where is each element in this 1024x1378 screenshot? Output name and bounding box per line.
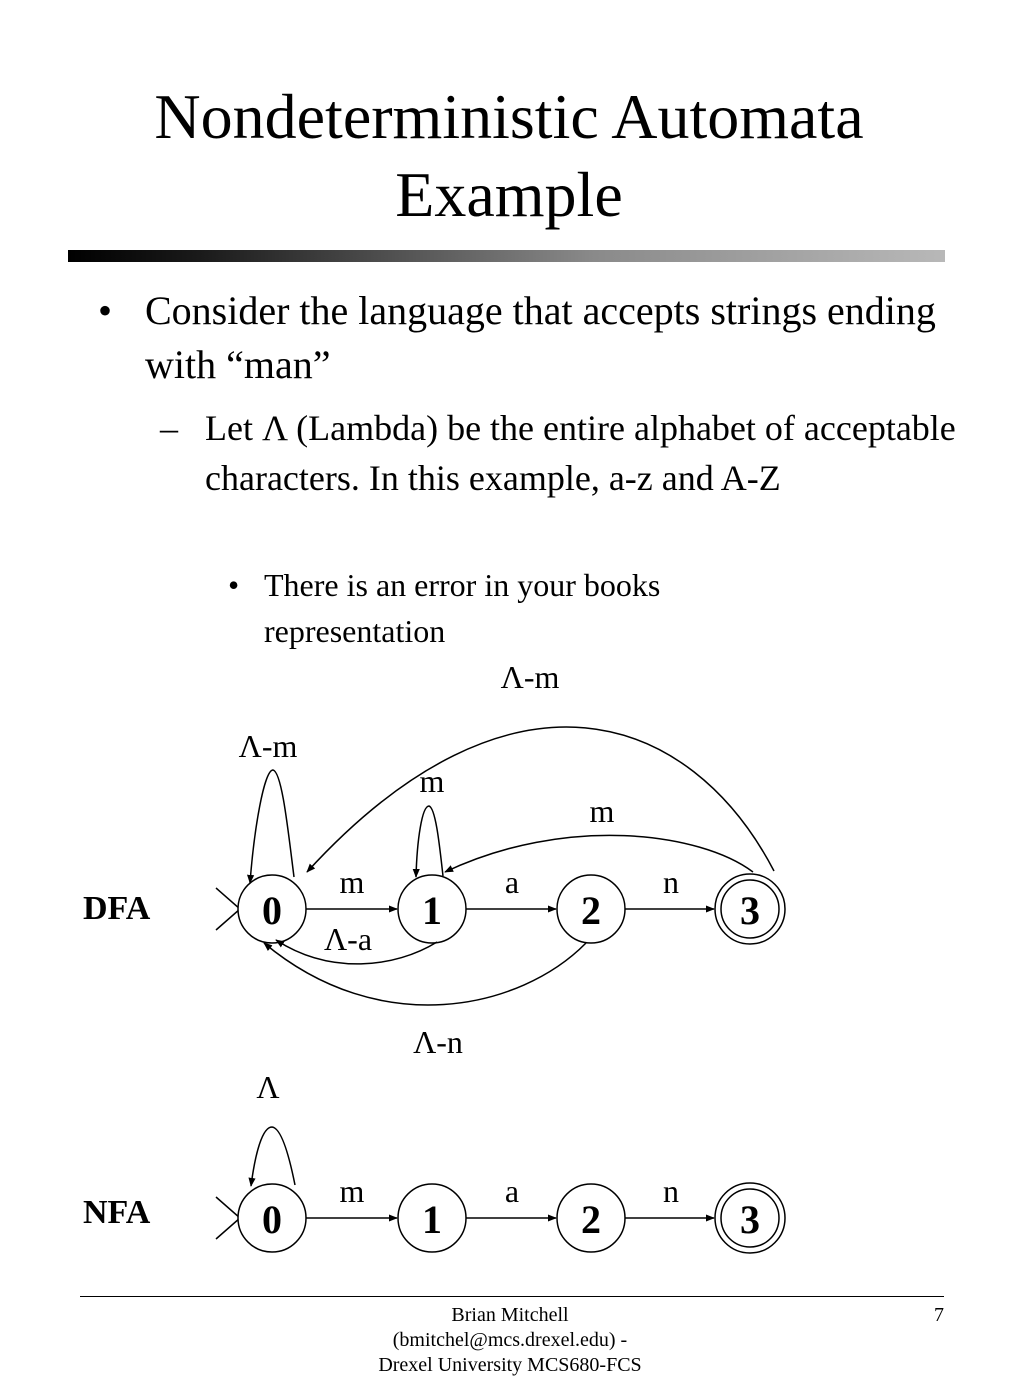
dfa-loop-1-label: m	[420, 763, 445, 799]
footer-email: (bmitchel@mcs.drexel.edu) -	[392, 1329, 628, 1351]
nfa-label: NFA	[83, 1194, 151, 1231]
footer-author: Brian Mitchell	[451, 1304, 569, 1326]
dfa-label: DFA	[83, 890, 151, 927]
title-divider	[68, 250, 945, 262]
dfa-state-1-label: 1	[422, 888, 442, 933]
title-line-1: Nondeterministic Automata	[154, 81, 864, 152]
dfa-edge-2-0-label: Λ-n	[413, 1024, 463, 1060]
dfa-edge-2-0	[263, 942, 587, 1006]
nfa-state-2-label: 2	[581, 1197, 601, 1242]
page-number: 7	[934, 1304, 944, 1326]
nfa-edge-0-1-label: m	[340, 1173, 365, 1209]
dfa-edge-2-3-label: n	[663, 864, 679, 900]
dash-marker: –	[160, 408, 178, 448]
dfa-loop-0-label: Λ-m	[239, 728, 298, 764]
bullet-text-2: Let Λ (Lambda) be the entire alphabet of…	[205, 408, 956, 498]
dfa-state-3-outer	[714, 873, 786, 945]
nfa-state-1-label: 1	[422, 1197, 442, 1242]
dfa-edge-3-0	[306, 726, 775, 873]
bullet-marker-1: •	[98, 288, 113, 333]
bullet-text-1: Consider the language that accepts strin…	[145, 288, 936, 387]
dfa-edge-1-0	[275, 939, 438, 965]
nfa-state-0-label: 0	[262, 1197, 282, 1242]
dfa-edge-1-2-label: a	[505, 864, 519, 900]
slide-title: Nondeterministic Automata Example	[0, 78, 1018, 234]
nfa-state-3-outer	[714, 1182, 786, 1254]
dfa-loop-0	[247, 769, 295, 884]
dfa-edge-3-1-label: m	[590, 793, 615, 829]
dfa-edge-3-1	[444, 834, 754, 873]
dfa-edge-1-0-label: Λ-a	[324, 921, 372, 957]
dfa-start-arrow	[215, 887, 242, 931]
dfa-loop-1	[412, 805, 444, 878]
nfa-edge-2-3-label: n	[663, 1173, 679, 1209]
bullet-text-3: There is an error in your books represen…	[264, 567, 661, 649]
dfa-edge-3-0-label: Λ-m	[501, 659, 560, 695]
bullet-marker-3: •	[228, 567, 240, 603]
title-line-2: Example	[395, 159, 623, 230]
dfa-state-0-label: 0	[262, 888, 282, 933]
dfa-state-3-inner	[720, 879, 780, 939]
nfa-start-arrow	[215, 1196, 242, 1240]
dfa-state-3-label: 3	[740, 888, 760, 933]
dfa-state-2-label: 2	[581, 888, 601, 933]
footer-institution: Drexel University MCS680-FCS	[378, 1354, 642, 1376]
footer: Brian Mitchell (bmitchel@mcs.drexel.edu)…	[340, 1303, 680, 1378]
nfa-state-3-label: 3	[740, 1197, 760, 1242]
nfa-state-3-inner	[720, 1188, 780, 1248]
nfa-edge-1-2-label: a	[505, 1173, 519, 1209]
footer-divider	[80, 1296, 944, 1297]
nfa-loop-0-label: Λ	[256, 1069, 279, 1105]
dfa-edge-0-1-label: m	[340, 864, 365, 900]
nfa-loop-0	[248, 1126, 296, 1187]
